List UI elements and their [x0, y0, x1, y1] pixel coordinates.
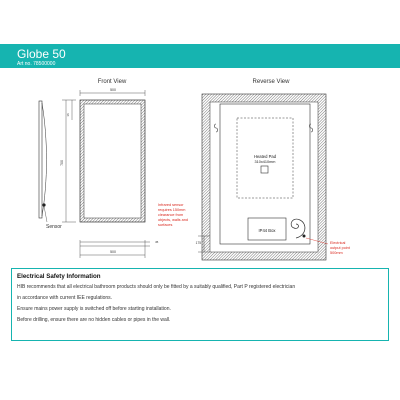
- infrared-note-line-2: requires 150mm: [158, 208, 185, 212]
- safety-info-box: [11, 268, 389, 341]
- cable-coil: [290, 218, 306, 239]
- heated-pad-size: 310x410mm: [255, 160, 276, 164]
- reverse-side-dimension: 175: [196, 235, 210, 253]
- front-width-dimension: 500: [79, 88, 146, 96]
- mirror-back-outline: [219, 103, 311, 245]
- product-title: Globe 50: [17, 47, 66, 61]
- article-number: Art no. 78500000: [17, 61, 56, 67]
- heated-pad-area: [236, 117, 294, 199]
- electrical-note-line-1: Electrical: [330, 241, 346, 245]
- electrical-output-point: [302, 234, 306, 238]
- safety-info-line-4: Before drilling, ensure there are no hid…: [17, 317, 171, 323]
- infrared-note-line-3: clearance from: [158, 213, 183, 217]
- hanging-hook-right: [309, 123, 313, 133]
- reverse-view-heading: Reverse View: [253, 79, 291, 85]
- front-depth-label: 45: [155, 240, 159, 244]
- sensor-dot: [42, 203, 46, 207]
- heated-pad-label: Heated Pad: [254, 154, 277, 159]
- front-width-label: 500: [110, 88, 116, 92]
- hanging-hook-left: [214, 123, 218, 133]
- ip44-box: [247, 217, 287, 241]
- safety-info-line-3: Ensure mains power supply is switched of…: [17, 306, 171, 312]
- side-profile: [38, 100, 48, 223]
- ip44-label: IP44 Box: [259, 228, 277, 233]
- safety-info-line-2: in accordance with current IEE regulatio…: [17, 295, 113, 301]
- infrared-note-line-5: surfaces: [158, 223, 172, 227]
- front-bottom-dimension: 500: [79, 240, 146, 258]
- front-height-dimension: 700: [60, 99, 76, 223]
- front-depth-dimension: 45: [80, 240, 159, 247]
- front-view-heading: Front View: [98, 79, 127, 85]
- infrared-note-line-1: Infrared sensor: [158, 203, 184, 207]
- electrical-note-leader: [305, 237, 329, 245]
- safety-info-line-1: HIB recommends that all electrical bathr…: [17, 284, 296, 290]
- electrical-note-line-3: 500mm: [330, 251, 343, 255]
- sensor-label: Sensor: [46, 224, 62, 230]
- infrared-note: Infrared sensor requires 150mm clearance…: [158, 203, 188, 227]
- front-bottom-label: 500: [110, 250, 116, 254]
- heated-pad-connector: [260, 165, 269, 174]
- infrared-note-line-4: objects, walls and: [158, 218, 188, 222]
- front-mirror: [79, 99, 146, 223]
- front-height-label: 700: [60, 160, 64, 166]
- reverse-side-label: 175: [196, 241, 202, 245]
- electrical-note: Electrical output point 500mm: [330, 241, 351, 255]
- header-band: [0, 44, 400, 68]
- electrical-note-line-2: output point: [330, 246, 351, 250]
- front-offset-label: 16: [66, 113, 70, 117]
- front-offset-dimension: 16: [66, 100, 73, 120]
- safety-info-title: Electrical Safety Information: [17, 273, 101, 280]
